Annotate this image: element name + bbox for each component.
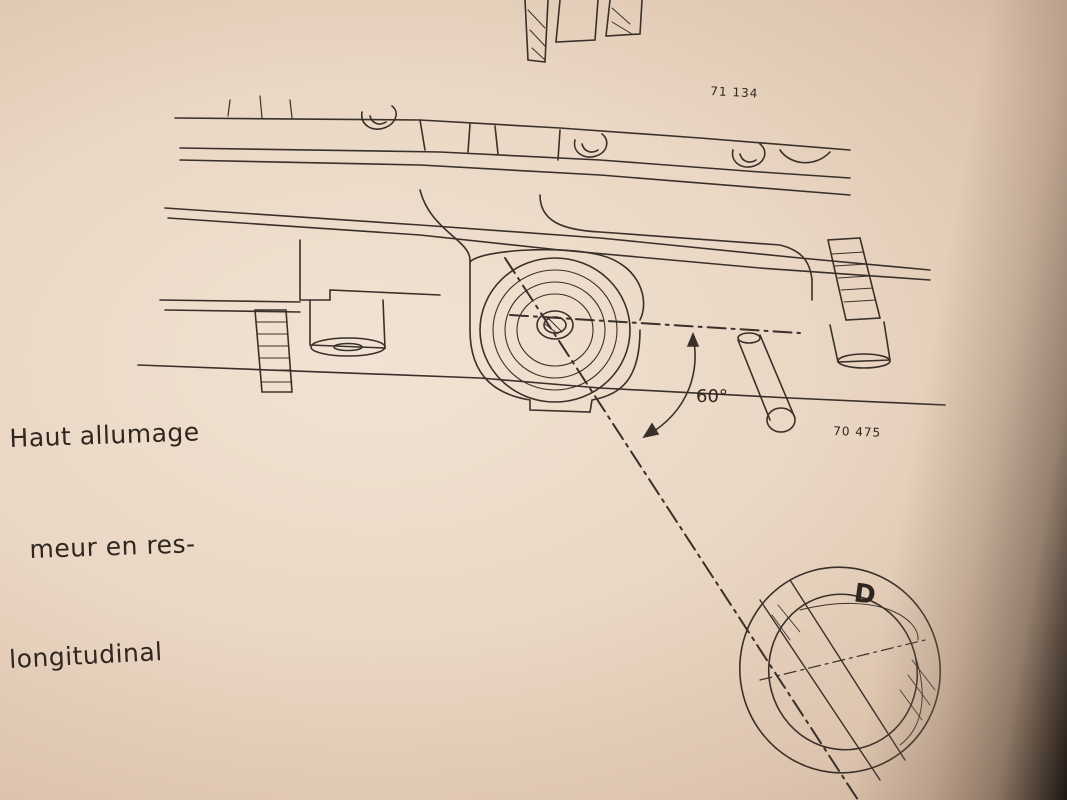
figure-ref-bottom: 70 475: [833, 424, 882, 440]
camshaft-housing: [164, 95, 931, 331]
control-rod: [737, 332, 796, 433]
stud-bolt-left: [254, 309, 293, 393]
horizontal-axis-line: [509, 314, 801, 334]
caption-line-2: meur en res-: [28, 529, 197, 564]
angle-arc: [642, 331, 700, 439]
rail-left: [159, 299, 301, 313]
shaft-fragment-top: [524, 0, 643, 63]
distributor-drive: [469, 257, 641, 413]
page-edge-shadow: [847, 0, 1067, 800]
detail-mark-label: D: [852, 578, 878, 612]
slot-axis-line: [504, 257, 859, 800]
figure-ref-top: 71 134: [710, 84, 759, 101]
angle-label: 60°: [696, 386, 728, 407]
rail-bottom: [137, 364, 946, 406]
boss-left: [309, 299, 386, 357]
